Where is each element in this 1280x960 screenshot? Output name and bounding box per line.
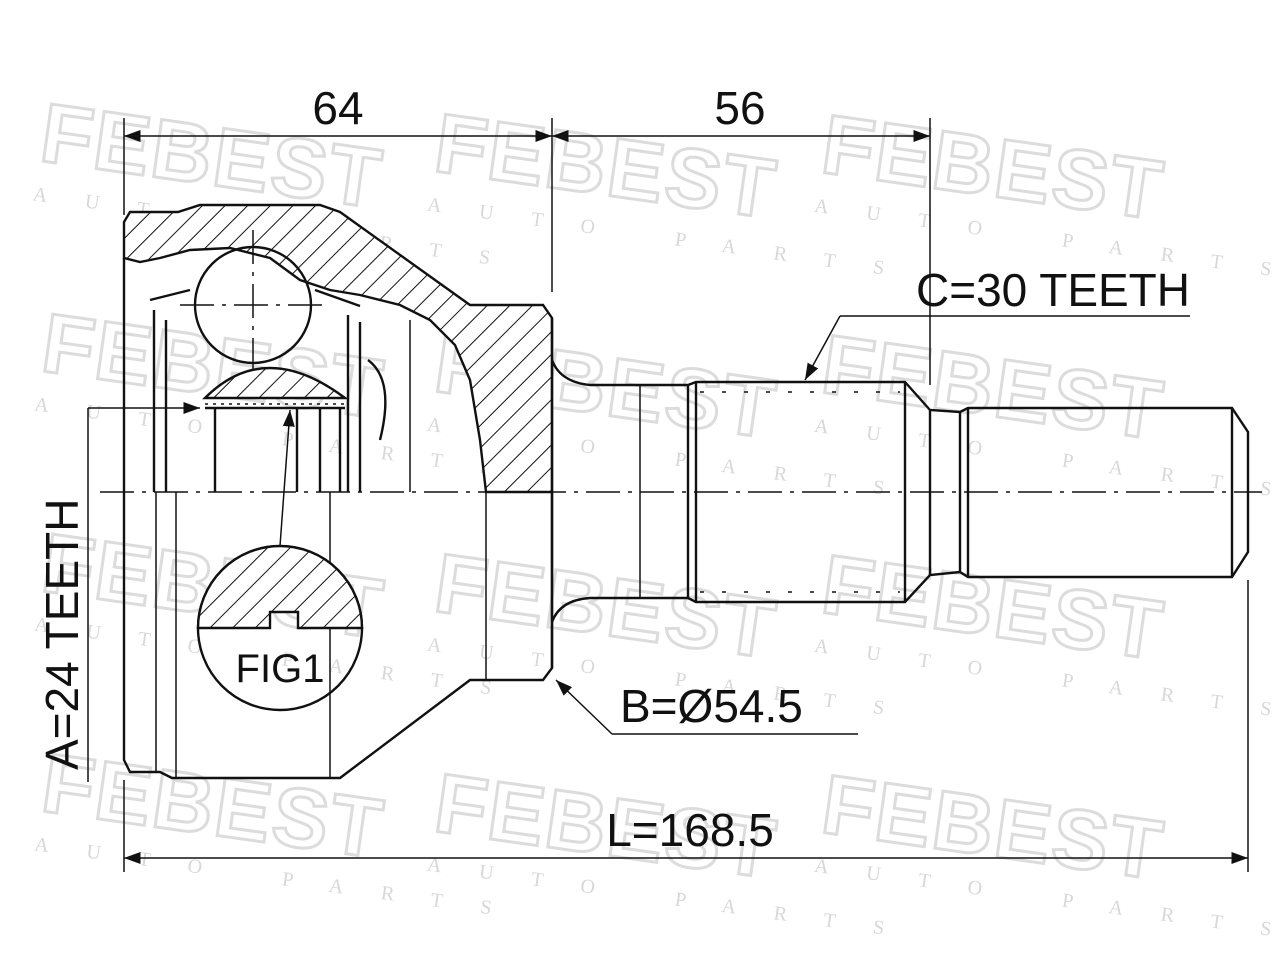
dim-64-value: 64 xyxy=(312,82,363,134)
dim-b-leader xyxy=(555,679,613,735)
inner-race-bore xyxy=(213,408,342,492)
dim-c-leader xyxy=(804,315,841,381)
dim-64: 64 xyxy=(123,82,553,292)
dim-a-label: A=24 TEETH xyxy=(36,499,88,770)
inner-race xyxy=(202,366,349,400)
dim-56-value: 56 xyxy=(714,82,765,134)
fig1-label: FIG1 xyxy=(236,647,325,691)
outer-housing xyxy=(122,203,554,780)
shaft-lower-profile xyxy=(550,492,1250,623)
housing-inner-curve xyxy=(367,359,387,441)
dim-l: L=168.5 xyxy=(123,580,1249,872)
fig1-leader xyxy=(279,409,295,547)
dim-a: A=24 TEETH xyxy=(36,402,200,782)
cage-edge xyxy=(149,288,361,308)
dim-c: C=30 TEETH xyxy=(804,264,1190,381)
housing-upper-section xyxy=(122,203,554,494)
dim-l-value: L=168.5 xyxy=(606,804,774,856)
output-shaft xyxy=(550,318,1250,668)
dim-b: B=Ø54.5 xyxy=(555,679,858,735)
dim-c-label: C=30 TEETH xyxy=(916,264,1190,316)
shaft-upper-profile xyxy=(550,359,1250,492)
housing-lower-outline xyxy=(122,492,554,780)
cage-walls xyxy=(152,310,362,492)
internal-parts xyxy=(149,230,411,492)
fig1-spline-tooth xyxy=(196,544,364,630)
dim-b-label: B=Ø54.5 xyxy=(620,680,803,732)
dim-56: 56 xyxy=(552,82,931,385)
fig1-section: FIG1 xyxy=(196,409,364,712)
